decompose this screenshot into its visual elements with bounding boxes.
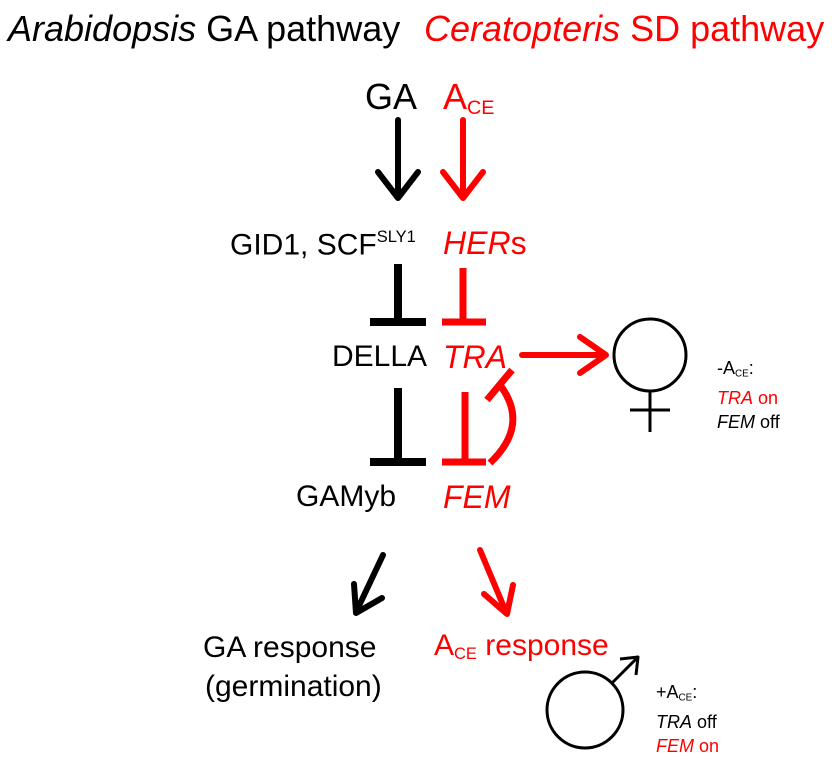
arrow-ace-to-hers (440, 117, 486, 201)
male-note-tra-state: off (692, 712, 717, 733)
ace-response-label: response (476, 629, 609, 662)
female-note-condition: -ACE: (717, 356, 780, 386)
header-sd-organism: Ceratopteris (424, 8, 621, 49)
male-note-fem: FEM on (656, 734, 719, 758)
male-note-sub: CE (678, 692, 693, 704)
male-note-tra: TRA off (656, 710, 719, 734)
inhibit-gid1-to-della (370, 264, 426, 326)
male-note-fem-gene: FEM (656, 736, 694, 757)
male-note-prefix: +A (656, 682, 679, 702)
ace-response-main: A (434, 629, 455, 662)
header-ga-pathway: Arabidopsis GA pathway (8, 11, 400, 47)
ace-main: A (443, 76, 468, 117)
ace-node: ACE (443, 79, 495, 119)
hers-gene: HER (443, 225, 511, 261)
female-note-tra-state: on (753, 388, 779, 409)
female-note-sub: CE (735, 368, 749, 380)
ga-response-line1: GA response (203, 631, 377, 664)
female-note-prefix: -A (717, 358, 735, 378)
male-note-condition: +ACE: (656, 680, 719, 710)
inhibit-fem-to-tra-feedback (484, 367, 517, 466)
gamyb-node: GAMyb (296, 480, 397, 513)
ace-response-node: ACE response (434, 631, 609, 663)
male-note-tra-gene: TRA (656, 712, 692, 733)
header-sd-label: SD pathway (620, 8, 825, 49)
arrow-ga-to-gid1 (375, 117, 421, 201)
hers-node: HERs (443, 227, 527, 259)
tra-node: TRA (443, 339, 507, 375)
sly1-superscript: SLY1 (376, 228, 416, 246)
female-note-fem-state: off (755, 412, 780, 433)
arrow-fem-to-ace-response (477, 547, 516, 617)
arrow-gamyb-to-ga-response (351, 552, 386, 616)
hers-plural: s (510, 225, 527, 261)
della-node: DELLA (332, 340, 428, 373)
header-ga-organism: Arabidopsis (8, 8, 197, 49)
female-note-tra: TRA on (717, 386, 780, 410)
female-symbol-icon (612, 317, 688, 432)
male-note: +ACE: TRA off FEM on (656, 680, 719, 758)
gid1-scf-label: GID1, SCF (230, 228, 377, 262)
header-sd-pathway: Ceratopteris SD pathway (424, 11, 824, 47)
ace-response-subscript: CE (454, 645, 477, 664)
ga-response-line2: (germination) (205, 670, 382, 703)
female-note-fem: FEM off (717, 410, 780, 434)
male-note-fem-state: on (694, 736, 720, 757)
female-note: -ACE: TRA on FEM off (717, 356, 780, 434)
inhibit-della-to-gamyb (370, 388, 426, 466)
female-note-fem-gene: FEM (717, 412, 755, 433)
fem-node: FEM (443, 479, 511, 515)
inhibit-tra-to-fem (442, 392, 486, 466)
ga-node: GA (365, 76, 418, 117)
male-symbol-icon (545, 655, 640, 750)
male-note-colon: : (692, 682, 698, 702)
female-note-tra-gene: TRA (717, 388, 753, 409)
arrow-tra-to-female (519, 334, 609, 376)
inhibit-hers-to-tra (442, 268, 486, 326)
ace-subscript: CE (467, 96, 495, 119)
gid1-scf-node: GID1, SCFSLY1 (230, 229, 416, 260)
header-ga-label: GA pathway (196, 8, 401, 49)
female-note-colon: : (748, 358, 754, 378)
